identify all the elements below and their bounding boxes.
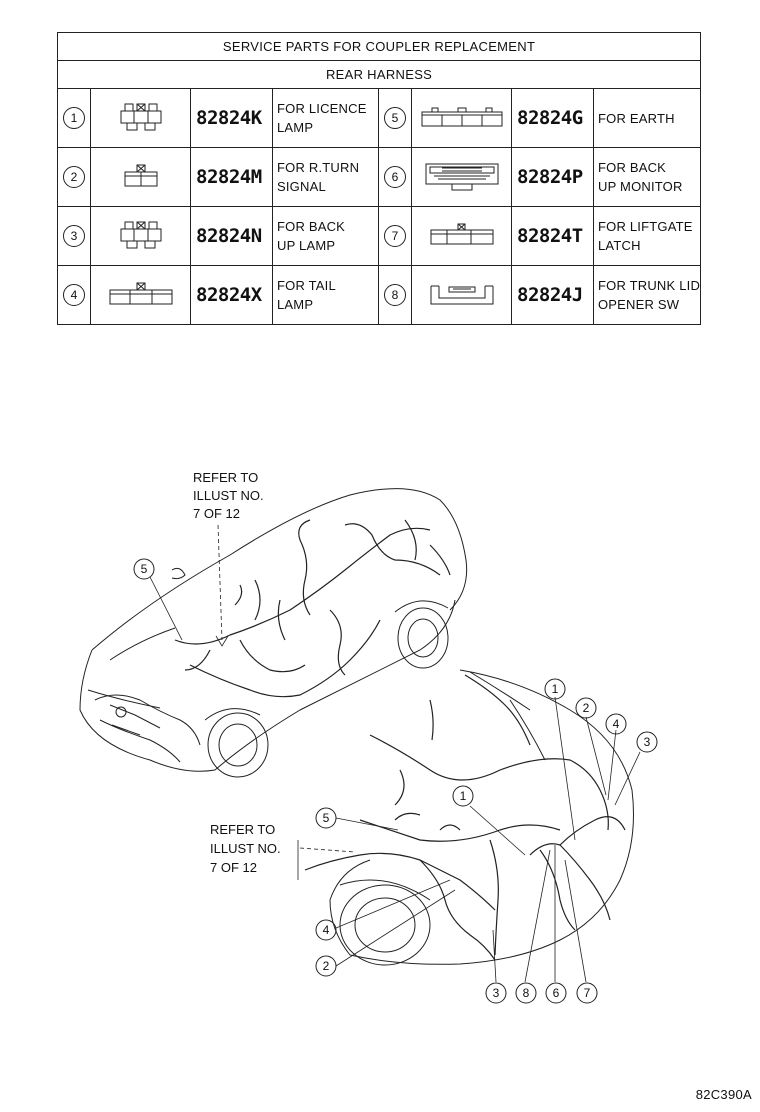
- item-number: 1: [63, 107, 85, 129]
- callout-7-bottom: 7: [584, 986, 591, 1000]
- callout-1-mid: 1: [460, 789, 467, 803]
- callout-4-top: 4: [613, 717, 620, 731]
- connector-drawing: [411, 147, 512, 207]
- table-subtitle: REAR HARNESS: [56, 60, 702, 89]
- part-number: 82824K: [190, 88, 273, 148]
- callout-6-bottom: 6: [553, 986, 560, 1000]
- callout-8-bottom: 8: [523, 986, 530, 1000]
- refer-top-line2: ILLUST NO.: [193, 488, 264, 503]
- part-number: 82824J: [511, 265, 594, 325]
- connector-drawing: [90, 265, 191, 325]
- item-number: 7: [384, 225, 406, 247]
- callout-5-rear: 5: [323, 811, 330, 825]
- leader-lines: [149, 524, 641, 983]
- callout-2-top: 2: [583, 701, 590, 715]
- part-number: 82824G: [511, 88, 594, 148]
- part-number: 82824M: [190, 147, 273, 207]
- callout-circles: [133, 558, 658, 1004]
- refer-bottom-line1: REFER TO: [210, 822, 275, 837]
- item-number: 3: [63, 225, 85, 247]
- front-wiring-harness: [174, 519, 451, 698]
- callout-2-rear: 2: [323, 959, 330, 973]
- callout-1-top: 1: [552, 682, 559, 696]
- diagram-code: 82C390A: [695, 1087, 752, 1102]
- item-number: 6: [384, 166, 406, 188]
- callout-3-top: 3: [644, 735, 651, 749]
- connector-drawing: [90, 206, 191, 266]
- callout-3-bottom: 3: [493, 986, 500, 1000]
- connector-drawing: [411, 206, 512, 266]
- item-number: 5: [384, 107, 406, 129]
- connector-drawing: [90, 88, 191, 148]
- part-number: 82824N: [190, 206, 273, 266]
- refer-bottom-line2: ILLUST NO.: [210, 841, 281, 856]
- service-parts-table: SERVICE PARTS FOR COUPLER REPLACEMENT RE…: [56, 32, 702, 325]
- rear-car-outline: [329, 669, 634, 966]
- part-number: 82824X: [190, 265, 273, 325]
- harness-illustration: 5 1 5 4 2 1 2 4 3 3 8 6 7 REFER TO ILLUS…: [79, 470, 658, 1004]
- refer-top-line3: 7 OF 12: [193, 506, 240, 521]
- front-car-outline: [79, 488, 468, 778]
- refer-top-line1: REFER TO: [193, 470, 258, 485]
- item-number: 4: [63, 284, 85, 306]
- part-number: 82824P: [511, 147, 594, 207]
- callout-5-front: 5: [141, 562, 148, 576]
- table-title: SERVICE PARTS FOR COUPLER REPLACEMENT: [56, 32, 702, 61]
- connector-drawing: [90, 147, 191, 207]
- connector-drawing: [411, 265, 512, 325]
- callout-4-rear: 4: [323, 923, 330, 937]
- rear-wiring-harness: [304, 674, 626, 961]
- part-description: FOR EARTH: [592, 88, 702, 148]
- item-number: 8: [384, 284, 406, 306]
- item-number: 2: [63, 166, 85, 188]
- part-number: 82824T: [511, 206, 594, 266]
- refer-bottom-line3: 7 OF 12: [210, 860, 257, 875]
- connector-drawing: [411, 88, 512, 148]
